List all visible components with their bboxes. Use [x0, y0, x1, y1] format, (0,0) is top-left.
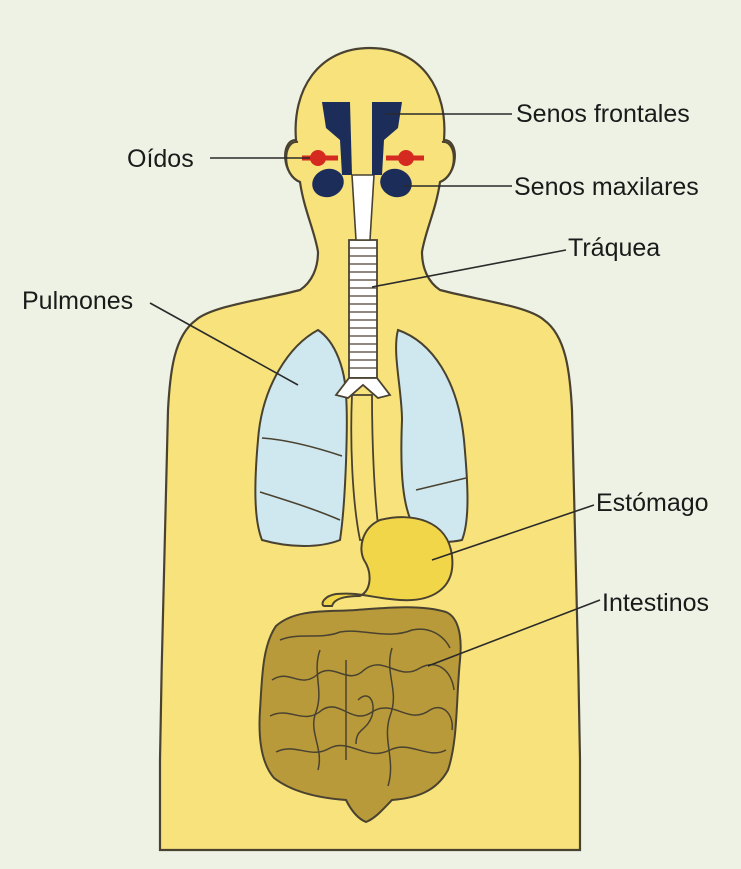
label-traquea: Tráquea [568, 234, 660, 262]
label-oidos: Oídos [127, 145, 194, 173]
label-pulmones: Pulmones [22, 287, 133, 315]
label-intestinos: Intestinos [602, 589, 709, 617]
trachea [349, 240, 377, 378]
label-senos-frontales: Senos frontales [516, 100, 690, 128]
nasal-passage [352, 175, 374, 240]
left-ear [310, 150, 326, 166]
label-estomago: Estómago [596, 489, 709, 517]
label-senos-maxilares: Senos maxilares [514, 173, 699, 201]
right-ear [398, 150, 414, 166]
